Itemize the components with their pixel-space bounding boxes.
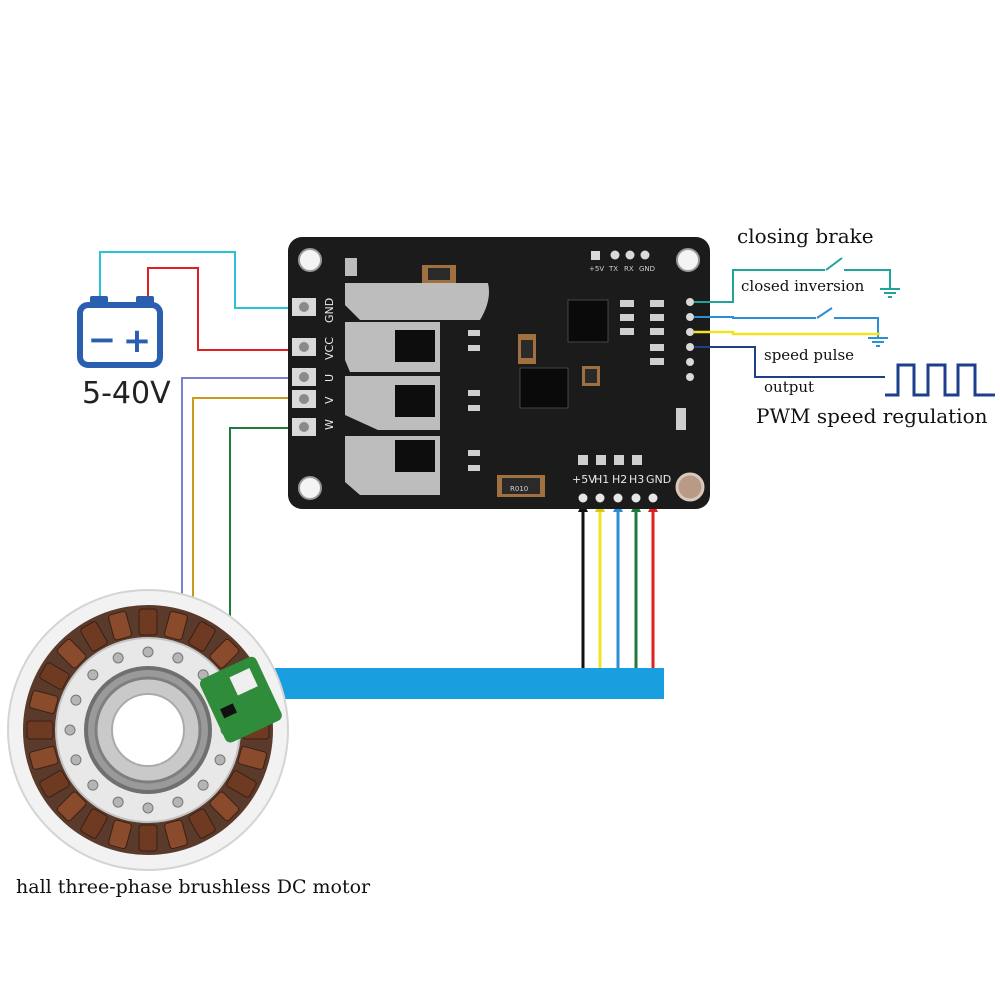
coil-winding xyxy=(80,808,108,839)
ic-chips xyxy=(519,299,609,409)
hall-pin-gnd: GND xyxy=(646,473,671,486)
coil-winding xyxy=(188,621,216,652)
wire-gnd-cyan xyxy=(99,251,312,309)
battery-plus: + xyxy=(123,321,152,361)
motor-bolt xyxy=(112,796,124,808)
power-terminal-pads xyxy=(292,298,316,436)
coil-winding xyxy=(237,746,268,770)
label-closing-brake: closing brake xyxy=(737,224,874,248)
coil-winding xyxy=(209,791,240,822)
hall-bus-bar xyxy=(268,668,664,699)
motor-shaft-hole xyxy=(111,693,185,767)
inversion-ground-icon xyxy=(868,337,888,347)
pin-label-u: U xyxy=(323,374,336,382)
coil-winding xyxy=(226,770,257,798)
smd-components xyxy=(468,300,686,471)
motor-caption: hall three-phase brushless DC motor xyxy=(16,876,371,898)
motor-bolt xyxy=(87,779,99,791)
label-output: output xyxy=(764,378,814,396)
motor-bolt xyxy=(87,669,99,681)
motor-bolt xyxy=(197,779,209,791)
capacitors xyxy=(422,265,600,497)
mount-hole-tr xyxy=(676,248,700,272)
uart-pin-gnd: GND xyxy=(639,265,655,273)
pwm-wire xyxy=(694,346,885,378)
motor-bolt xyxy=(172,652,184,664)
motor-bolt xyxy=(142,802,154,814)
mount-hole-bl xyxy=(298,476,322,500)
coil-winding xyxy=(164,610,188,641)
coil-winding xyxy=(164,819,188,850)
motor-bolt xyxy=(172,796,184,808)
pwm-waveform-icon xyxy=(885,363,995,397)
coil-winding xyxy=(39,770,70,798)
pin-label-gnd: GND xyxy=(323,298,336,323)
battery-minus: − xyxy=(88,320,117,360)
label-speed-pulse: speed pulse xyxy=(764,346,854,364)
brake-ground-icon xyxy=(880,288,900,298)
coil-winding xyxy=(108,610,132,641)
motor-bolts xyxy=(64,646,232,814)
coil-winding xyxy=(138,824,158,852)
mount-hole-tl xyxy=(298,248,322,272)
coil-winding xyxy=(80,621,108,652)
coil-winding xyxy=(39,662,70,690)
coil-winding xyxy=(138,608,158,636)
hall-pin-5v: +5V xyxy=(572,473,596,486)
motor-bolt xyxy=(142,646,154,658)
pin-label-w: W xyxy=(323,419,336,430)
label-closed-inversion: closed inversion xyxy=(741,277,865,295)
mount-hole-br xyxy=(675,472,705,502)
coil-winding xyxy=(28,690,59,714)
hall-pin-h2: H2 xyxy=(612,473,627,486)
mosfets xyxy=(395,330,435,472)
coil-winding xyxy=(26,720,54,740)
motor-bolt xyxy=(64,724,76,736)
battery-voltage-label: 5-40V xyxy=(82,376,171,411)
controller-board: GND VCC U V W R010 xyxy=(288,237,710,509)
motor-bolt xyxy=(70,694,82,706)
pin-label-v: V xyxy=(323,396,336,404)
uart-pin-tx: TX xyxy=(608,265,618,273)
uart-header xyxy=(591,250,650,260)
pin-label-vcc: VCC xyxy=(323,337,336,360)
hall-pin-h1: H1 xyxy=(594,473,609,486)
coil-winding xyxy=(56,791,87,822)
label-pwm-speed-regulation: PWM speed regulation xyxy=(756,404,988,428)
inversion-switch xyxy=(694,307,879,337)
hall-header xyxy=(578,455,658,503)
control-header xyxy=(686,298,694,381)
hall-wires xyxy=(578,502,658,670)
bldc-motor xyxy=(7,589,289,871)
uart-pin-5v: +5V xyxy=(589,265,604,273)
coil-winding xyxy=(56,638,87,669)
motor-bolt xyxy=(112,652,124,664)
hall-sensor-board xyxy=(199,656,282,743)
motor-bolt xyxy=(70,754,82,766)
coil-winding xyxy=(108,819,132,850)
brake-switch xyxy=(694,257,891,303)
motor-bolt xyxy=(214,754,226,766)
coil-winding xyxy=(209,638,240,669)
uart-pin-rx: RX xyxy=(624,265,634,273)
coil-winding xyxy=(188,808,216,839)
hall-pin-h3: H3 xyxy=(629,473,644,486)
yellow-signal-wire xyxy=(694,330,880,336)
battery-icon: − + xyxy=(77,296,163,368)
resistor-code: R010 xyxy=(510,485,528,493)
wire-vcc-red xyxy=(147,267,310,351)
coil-winding xyxy=(28,746,59,770)
